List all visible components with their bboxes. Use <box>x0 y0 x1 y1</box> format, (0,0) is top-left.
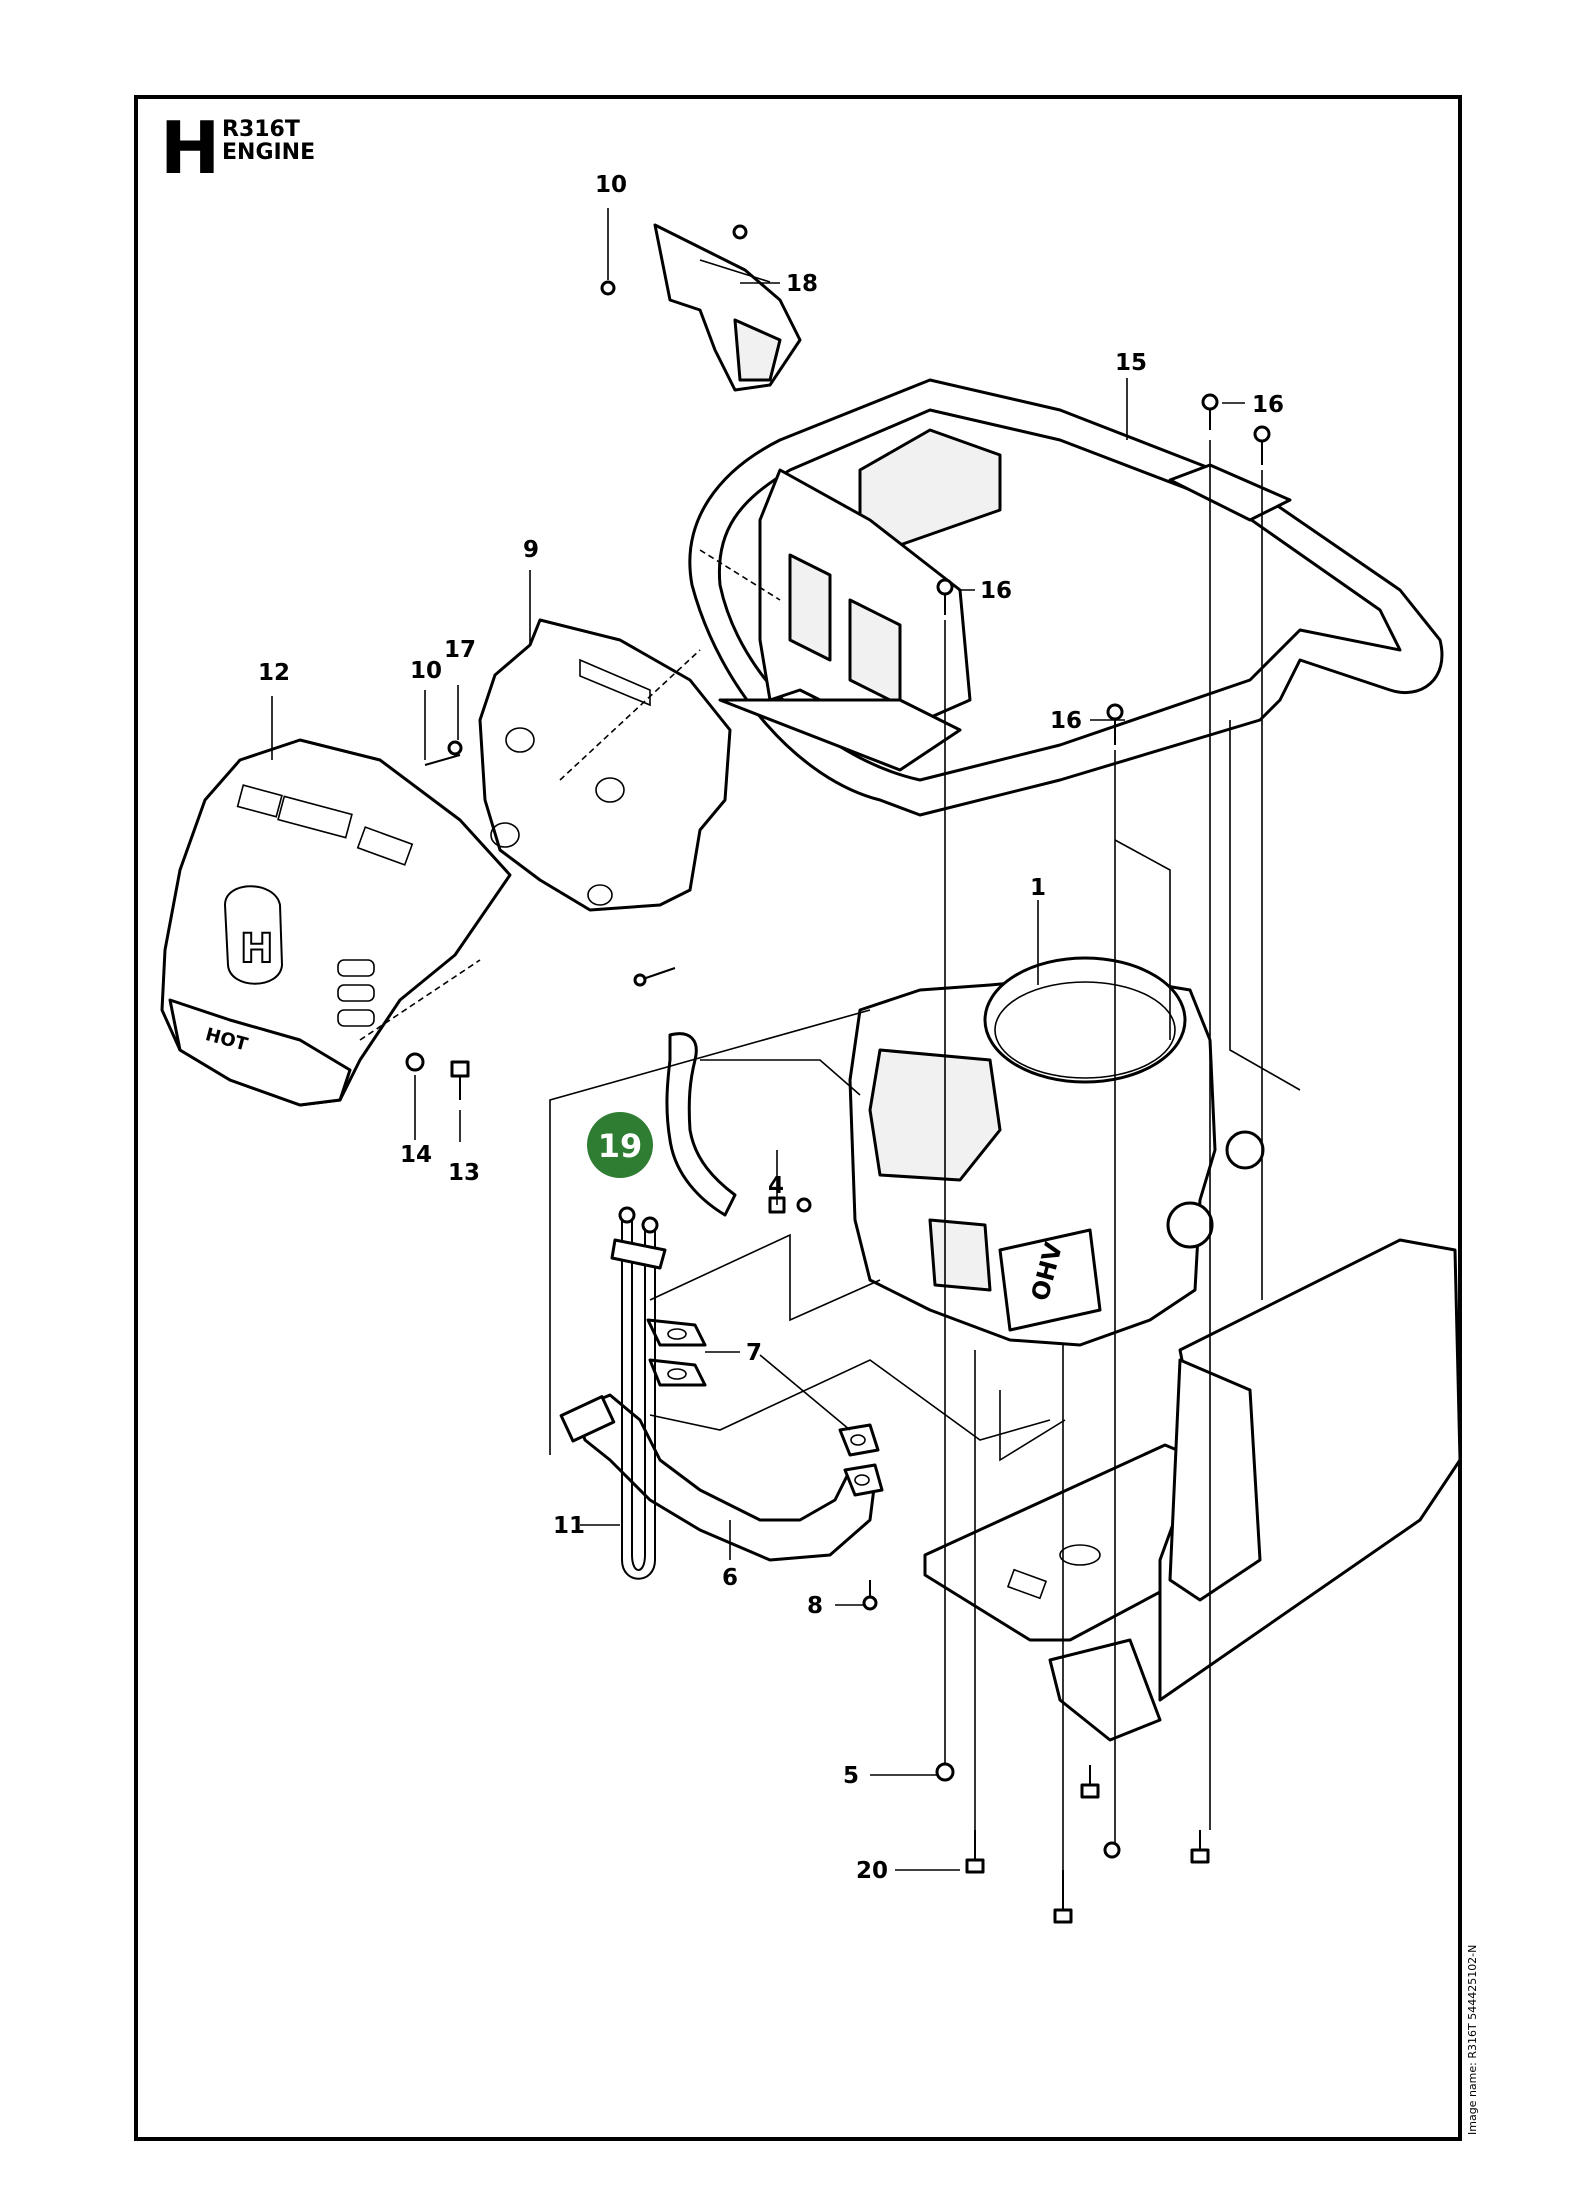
callout-7: 7 <box>746 1340 762 1366</box>
callout-18: 18 <box>786 271 818 297</box>
callout-16-right: 16 <box>1252 392 1284 418</box>
exhaust-pipe-6 <box>559 1393 877 1562</box>
callout-10-top: 10 <box>595 172 627 198</box>
u-bolt-11 <box>610 1206 667 1580</box>
model-name: R316T <box>222 117 300 142</box>
callout-11: 11 <box>553 1513 585 1539</box>
callout-labels: 10 18 15 16 16 16 9 12 10 17 1 4 14 13 7… <box>258 172 1284 1884</box>
bracket-18 <box>653 223 802 392</box>
callout-15: 15 <box>1115 350 1147 376</box>
callout-20: 20 <box>856 1858 888 1884</box>
callout-16-middle: 16 <box>980 578 1012 604</box>
callout-6: 6 <box>722 1565 738 1591</box>
callout-8: 8 <box>807 1593 823 1619</box>
svg-text:H: H <box>240 926 273 972</box>
engine-1: OHV <box>848 956 1265 1347</box>
highlight-callout-19[interactable]: 19 <box>587 1112 653 1178</box>
highlight-badge[interactable] <box>587 1112 653 1178</box>
inner-panel-9 <box>478 618 732 912</box>
callout-1: 1 <box>1030 875 1046 901</box>
callout-5: 5 <box>843 1763 859 1789</box>
highlight-label: 19 <box>598 1127 643 1165</box>
mounting-plate <box>923 1238 1462 1742</box>
callout-17: 17 <box>444 637 476 663</box>
callout-4: 4 <box>768 1173 784 1199</box>
title-block: R316T ENGINE <box>222 118 315 164</box>
firewall-plate <box>718 468 972 772</box>
callout-16-lower: 16 <box>1050 708 1082 734</box>
section-letter: H <box>160 106 221 190</box>
gaskets-7 <box>646 1318 884 1497</box>
hose-19 <box>665 1032 737 1217</box>
callout-13: 13 <box>448 1160 480 1186</box>
callout-12: 12 <box>258 660 290 686</box>
hood-cover-12: H HOT <box>160 738 512 1107</box>
diagram-frame <box>134 95 1462 2141</box>
section-title: ENGINE <box>222 140 316 166</box>
callout-10-left: 10 <box>410 658 442 684</box>
callout-14: 14 <box>400 1142 432 1168</box>
callout-9: 9 <box>523 537 539 563</box>
leader-lines <box>271 208 1301 1905</box>
hardware <box>405 224 1271 1924</box>
